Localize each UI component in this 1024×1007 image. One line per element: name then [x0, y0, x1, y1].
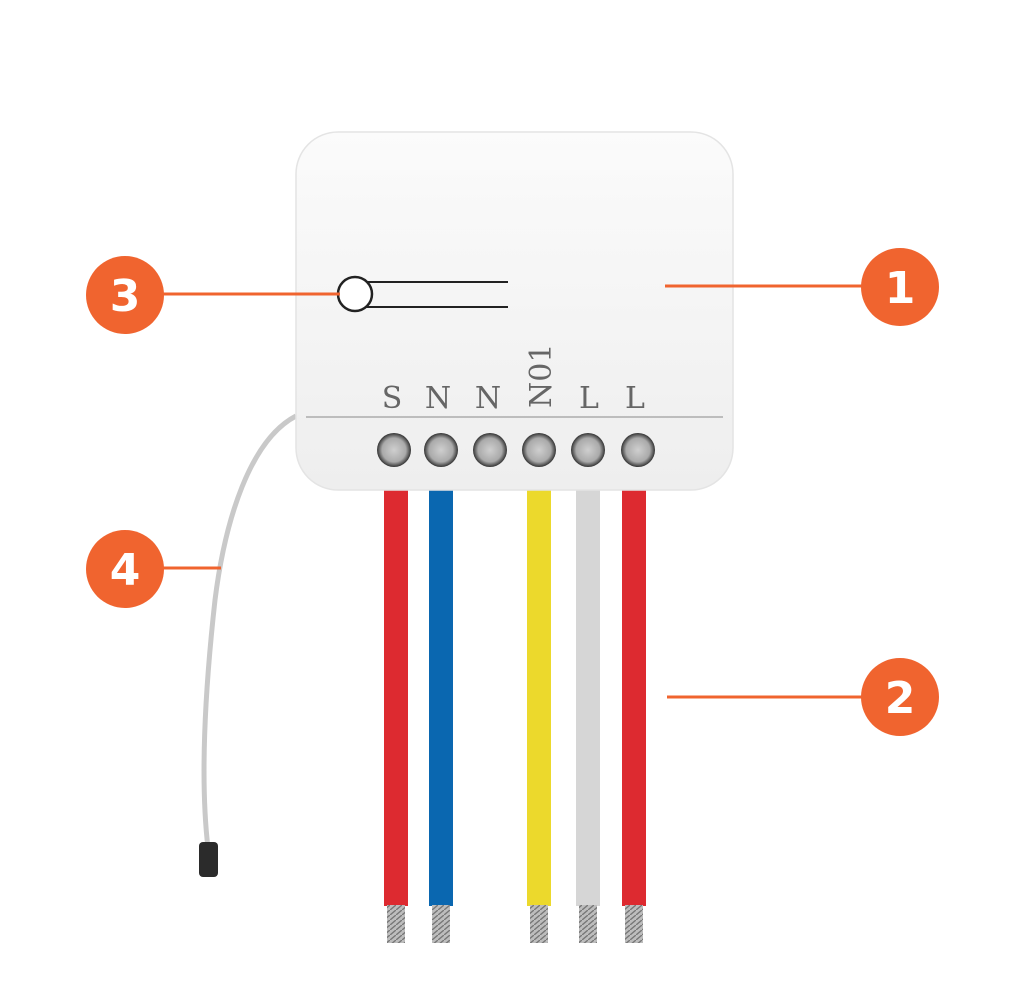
- svg-text:3: 3: [110, 271, 141, 322]
- screw-icon: [424, 433, 458, 467]
- svg-text:2: 2: [885, 673, 916, 724]
- screw-icon: [522, 433, 556, 467]
- callout-4: 4: [86, 530, 221, 608]
- terminal-screws: [377, 433, 655, 467]
- terminal-label: L: [625, 381, 645, 416]
- button: [336, 275, 508, 313]
- callout-1: 1: [665, 248, 939, 326]
- terminal-label: N: [475, 381, 501, 416]
- screw-icon: [473, 433, 507, 467]
- screw-icon: [621, 433, 655, 467]
- callout-3: 3: [86, 256, 340, 334]
- svg-text:4: 4: [110, 545, 141, 596]
- screw-icon: [571, 433, 605, 467]
- screw-icon: [377, 433, 411, 467]
- terminal-label: S: [382, 381, 403, 416]
- module-body: [295, 131, 734, 491]
- terminal-label: L: [579, 381, 599, 416]
- antenna: [199, 413, 298, 877]
- button-icon: [336, 275, 374, 313]
- wire-l2: [622, 488, 646, 943]
- callout-2: 2: [667, 658, 939, 736]
- wire-n: [429, 488, 453, 943]
- terminal-label: N: [425, 381, 451, 416]
- svg-text:1: 1: [885, 263, 916, 314]
- wire-s: [384, 488, 408, 943]
- wire-l1: [576, 488, 600, 943]
- antenna-tip: [199, 842, 218, 877]
- wire-n01: [527, 488, 551, 943]
- terminal-label: N01: [524, 344, 559, 408]
- wires: [384, 488, 646, 943]
